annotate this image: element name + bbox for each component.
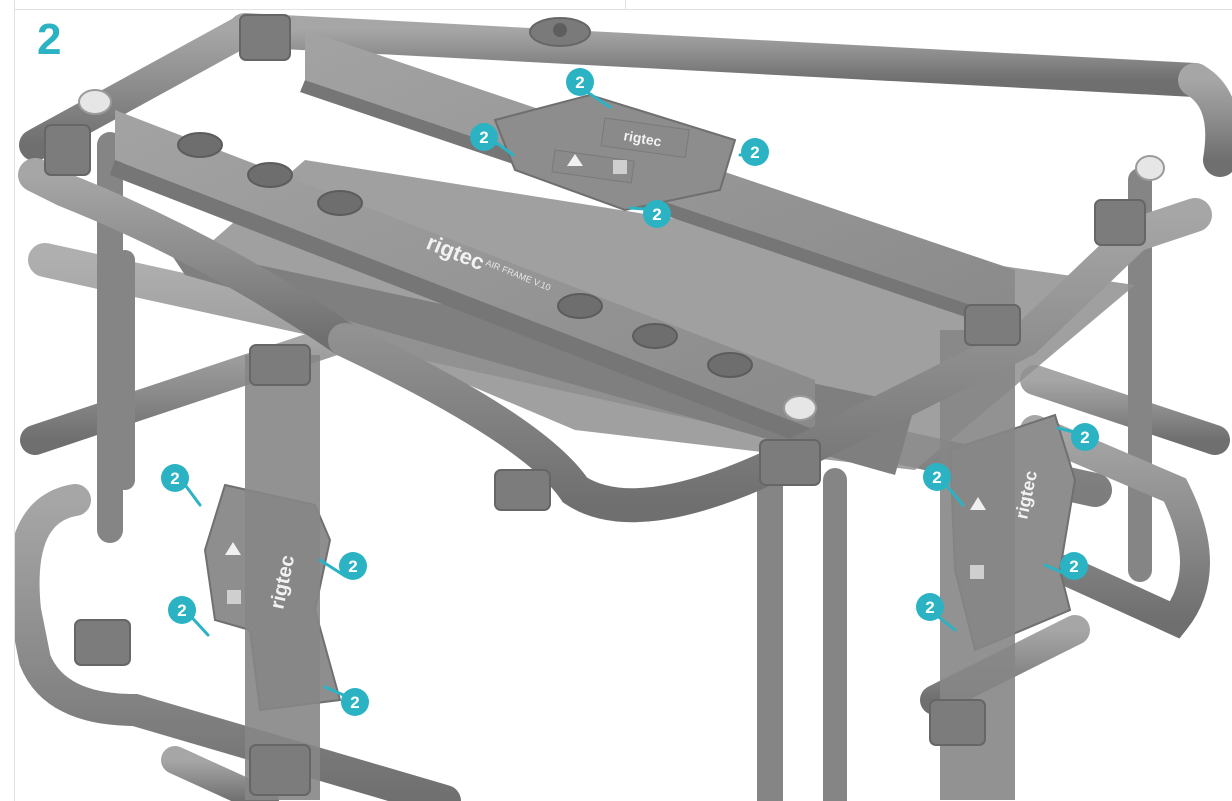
callout-badge: 2 bbox=[923, 463, 951, 491]
instruction-panel: rigtec AIR FRAME V.10 rigtec rigtec bbox=[14, 10, 1232, 801]
svg-text:2: 2 bbox=[479, 128, 488, 147]
frame-illustration: rigtec AIR FRAME V.10 rigtec rigtec bbox=[15, 13, 1232, 801]
callout-badge: 2 bbox=[1071, 423, 1099, 451]
callout-badge: 2 bbox=[161, 464, 189, 492]
left-warning-triangle-icon bbox=[225, 542, 241, 555]
frame-knobs bbox=[78, 89, 1165, 421]
top-divider-left bbox=[14, 0, 626, 10]
svg-text:2: 2 bbox=[1069, 557, 1078, 576]
warning-triangle-icon bbox=[567, 154, 583, 166]
callout-badge: 2 bbox=[168, 596, 196, 624]
callout-badge: 2 bbox=[341, 688, 369, 716]
callout-badge: 2 bbox=[470, 123, 498, 151]
qr-code-icon bbox=[613, 160, 627, 174]
callout-badge: 2 bbox=[916, 593, 944, 621]
svg-text:2: 2 bbox=[177, 601, 186, 620]
frame-front-tubes bbox=[18, 158, 1212, 523]
left-qr-code-icon bbox=[227, 590, 241, 604]
svg-text:2: 2 bbox=[1080, 428, 1089, 447]
right-warning-triangle-icon bbox=[970, 497, 986, 510]
svg-text:2: 2 bbox=[925, 598, 934, 617]
left-clamp-plate: rigtec bbox=[203, 355, 342, 800]
callout-badge: 2 bbox=[1060, 552, 1088, 580]
svg-text:2: 2 bbox=[350, 693, 359, 712]
svg-text:2: 2 bbox=[932, 468, 941, 487]
plate-brand-logo: rigtec bbox=[622, 127, 663, 149]
callout-badge: 2 bbox=[566, 68, 594, 96]
svg-text:2: 2 bbox=[575, 73, 584, 92]
callout-badge: 2 bbox=[643, 200, 671, 228]
callout-badge: 2 bbox=[339, 552, 367, 580]
svg-text:2: 2 bbox=[652, 205, 661, 224]
svg-text:2: 2 bbox=[348, 557, 357, 576]
callout-badge: 2 bbox=[741, 138, 769, 166]
mount-bar-front: rigtec AIR FRAME V.10 bbox=[110, 110, 815, 445]
right-qr-code-icon bbox=[970, 565, 984, 579]
callout-badges: 2 2 2 2 2 2 2 2 2 2 2 2 bbox=[161, 68, 1099, 716]
svg-text:2: 2 bbox=[170, 469, 179, 488]
step-number: 2 bbox=[37, 15, 62, 64]
svg-text:2: 2 bbox=[750, 143, 759, 162]
top-divider-right bbox=[626, 0, 1232, 10]
frame-clamps bbox=[44, 14, 1146, 796]
